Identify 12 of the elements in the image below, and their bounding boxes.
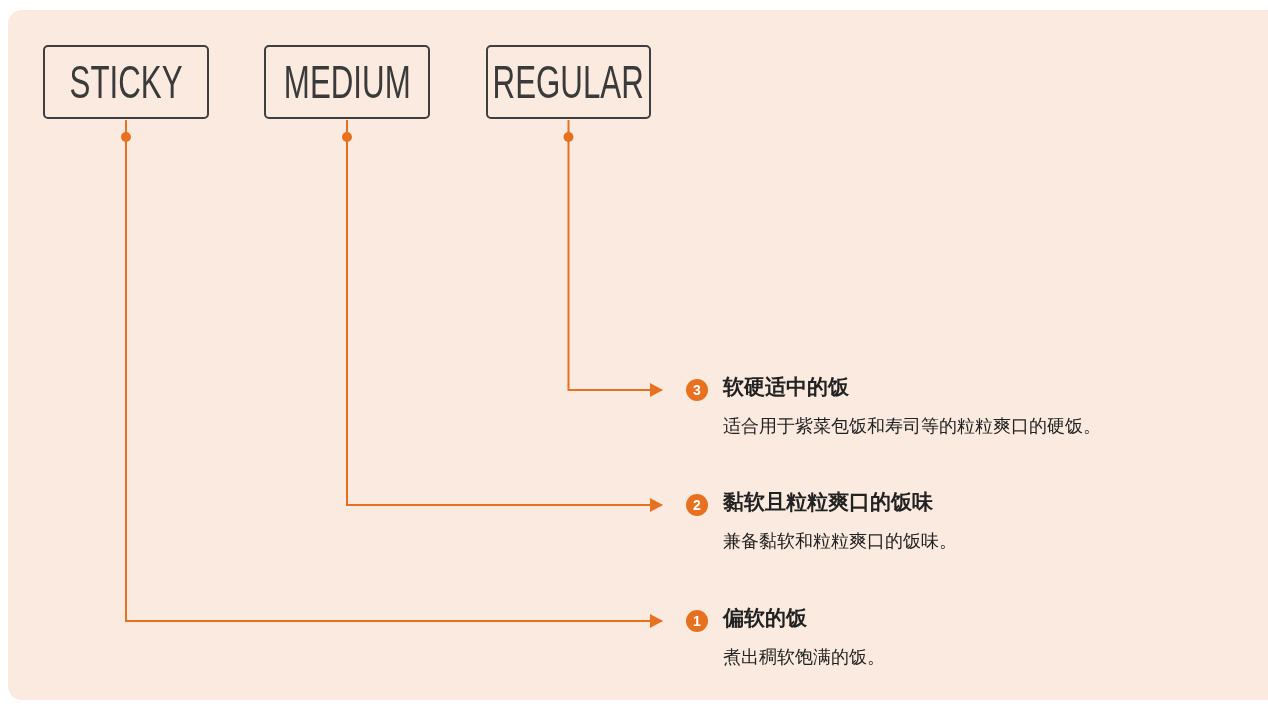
connector-arrow	[563, 119, 663, 397]
item-description: 兼备黏软和粒粒爽口的饭味。	[723, 529, 957, 553]
item-description: 煮出稠软饱满的饭。	[723, 645, 885, 669]
label-box: STICKY	[43, 45, 209, 119]
label-box: REGULAR	[486, 45, 651, 119]
item-heading: 偏软的饭	[723, 605, 807, 632]
item-description: 适合用于紫菜包饭和寿司等的粒粒爽口的硬饭。	[723, 414, 1101, 438]
item-heading: 软硬适中的饭	[723, 374, 849, 401]
connector-arrow	[342, 119, 663, 512]
item-heading: 黏软且粒粒爽口的饭味	[723, 489, 933, 516]
label-box: MEDIUM	[264, 45, 430, 119]
connector-arrow	[121, 119, 663, 628]
